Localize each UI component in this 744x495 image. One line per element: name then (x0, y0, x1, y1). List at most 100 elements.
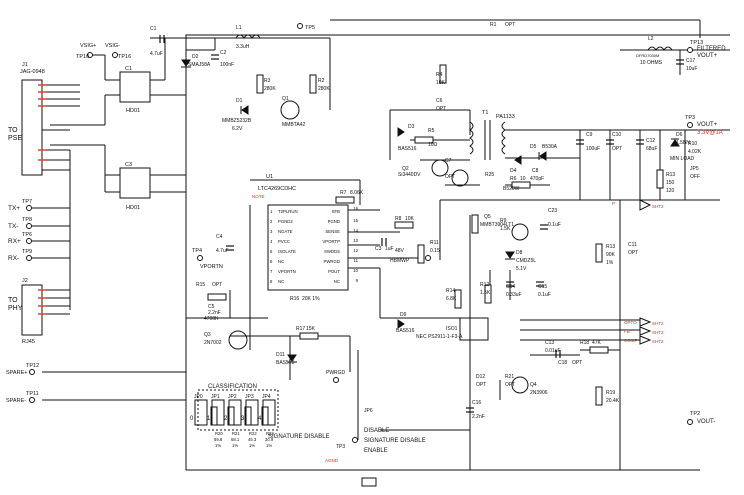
svg-text:D9: D9 (400, 312, 407, 318)
svg-text:JP2: JP2 (228, 394, 237, 400)
svg-text:MMBTA42: MMBTA42 (282, 122, 305, 128)
svg-text:OPTO: OPTO (624, 320, 637, 325)
c1-coupler-part: HD01 (126, 108, 140, 114)
svg-text:R19: R19 (606, 390, 615, 396)
svg-text:D1: D1 (236, 98, 243, 104)
svg-text:R7: R7 (340, 190, 347, 196)
tp9-label: TP9 (22, 249, 32, 255)
svg-text:R13: R13 (606, 244, 615, 250)
svg-text:SHT2: SHT2 (652, 330, 664, 335)
svg-text:R9: R9 (500, 218, 507, 224)
svg-text:6.8K: 6.8K (446, 296, 457, 302)
svg-text:5.1V: 5.1V (516, 266, 527, 272)
svg-text:C3: C3 (375, 246, 382, 252)
svg-text:68.1: 68.1 (231, 437, 240, 442)
transistors (228, 100, 529, 394)
to-phy-line2: PHY (8, 305, 23, 312)
svg-text:D2: D2 (192, 54, 199, 60)
svg-text:SWDDS: SWDDS (324, 249, 340, 254)
svg-text:R20: R20 (215, 431, 223, 436)
svg-text:ISOLATE: ISOLATE (278, 249, 296, 254)
svg-text:4: 4 (258, 416, 262, 422)
c3-coupler-part: HD01 (126, 205, 140, 211)
svg-text:COMP: COMP (624, 338, 638, 343)
svg-text:1.5K: 1.5K (480, 290, 491, 296)
svg-text:P: P (612, 201, 615, 206)
classification-jumpers (194, 389, 279, 431)
signature-block: JP6 DISABLE SIGNATURE DISABLE SIGNATURE … (268, 408, 426, 454)
svg-text:PGND2: PGND2 (278, 219, 293, 224)
j1-ref: J1 (22, 62, 28, 68)
svg-text:4700K: 4700K (204, 316, 219, 322)
svg-text:PWRGD: PWRGD (326, 370, 346, 376)
svg-text:90K: 90K (606, 252, 616, 258)
connector-j1 (21, 79, 46, 176)
svg-text:0.15: 0.15 (430, 248, 440, 254)
svg-text:1.5BN: 1.5BN (676, 140, 690, 146)
svg-text:R4: R4 (436, 72, 443, 78)
svg-text:R17: R17 (296, 326, 305, 332)
svg-text:OPT: OPT (436, 106, 446, 112)
ic-note: NOTE (252, 194, 265, 199)
vout-rating: 3.3V@1A (697, 130, 723, 136)
svg-text:R1: R1 (490, 22, 497, 28)
svg-text:10K: 10K (436, 80, 446, 86)
svg-text:C2: C2 (220, 50, 227, 56)
optocoupler-iso1 (459, 317, 489, 341)
svg-text:C18: C18 (558, 360, 567, 366)
tp13-label: TP13 (690, 40, 703, 46)
vportn-label: VPORTN (200, 264, 223, 270)
svg-text:C12: C12 (646, 138, 655, 144)
svg-text:3: 3 (270, 229, 273, 234)
svg-text:MIN LOAD: MIN LOAD (670, 156, 695, 162)
svg-text:20K 1%: 20K 1% (302, 296, 320, 302)
svg-text:8: 8 (270, 279, 273, 284)
svg-text:3.3uH: 3.3uH (236, 44, 250, 50)
component-labels: C1 4.7uF D2 SMAJ58A C2 100nF L1 3.3uH R3… (150, 22, 702, 420)
svg-text:3: 3 (241, 416, 245, 422)
ic-part: LTC4269CDHC (258, 186, 296, 192)
tp5-label: TP5 (305, 25, 315, 31)
svg-text:Q3: Q3 (204, 332, 211, 338)
svg-text:R14: R14 (446, 288, 455, 294)
svg-text:R15: R15 (196, 282, 205, 288)
svg-text:15: 15 (353, 218, 358, 223)
svg-text:JP5: JP5 (690, 166, 699, 172)
agnd-label: AGND (325, 458, 339, 463)
svg-text:10K: 10K (405, 216, 415, 222)
svg-text:10 OHMS: 10 OHMS (640, 60, 663, 66)
svg-text:SHT2: SHT2 (652, 339, 664, 344)
spare-plus-label: SPARE+ (6, 370, 27, 376)
j2-part: RJ45 (22, 339, 35, 345)
svg-text:D8: D8 (516, 250, 523, 256)
svg-text:47K: 47K (592, 340, 602, 346)
svg-text:SFB: SFB (332, 209, 340, 214)
svg-text:NC: NC (278, 279, 284, 284)
tp10-label: TP10 (76, 54, 89, 60)
svg-text:SHT2: SHT2 (652, 204, 664, 209)
svg-text:0.01uF: 0.01uF (545, 348, 561, 354)
svg-text:2N7002: 2N7002 (204, 340, 222, 346)
svg-text:C23: C23 (548, 208, 557, 214)
coupler-c3 (119, 167, 151, 199)
svg-text:C5: C5 (208, 304, 215, 310)
svg-text:R5: R5 (428, 128, 435, 134)
svg-text:120: 120 (666, 188, 675, 194)
svg-text:5: 5 (270, 249, 273, 254)
svg-text:48V: 48V (395, 248, 405, 254)
tp-vout-minus-label: TP2 (690, 411, 700, 417)
svg-text:11: 11 (354, 258, 359, 263)
vsig-minus-label: VSIG- (105, 43, 120, 49)
svg-text:NC: NC (278, 259, 284, 264)
svg-text:POUT: POUT (328, 269, 340, 274)
svg-text:4.02K: 4.02K (688, 149, 702, 155)
svg-text:C7: C7 (445, 158, 452, 164)
svg-text:12: 12 (353, 248, 358, 253)
svg-text:R3: R3 (264, 78, 271, 84)
c3-coupler-ref: C3 (125, 162, 132, 168)
svg-text:4.7uF: 4.7uF (150, 51, 163, 57)
vout-minus-label: VOUT- (697, 419, 715, 425)
svg-text:JP0: JP0 (194, 394, 203, 400)
svg-text:JP1: JP1 (211, 394, 220, 400)
